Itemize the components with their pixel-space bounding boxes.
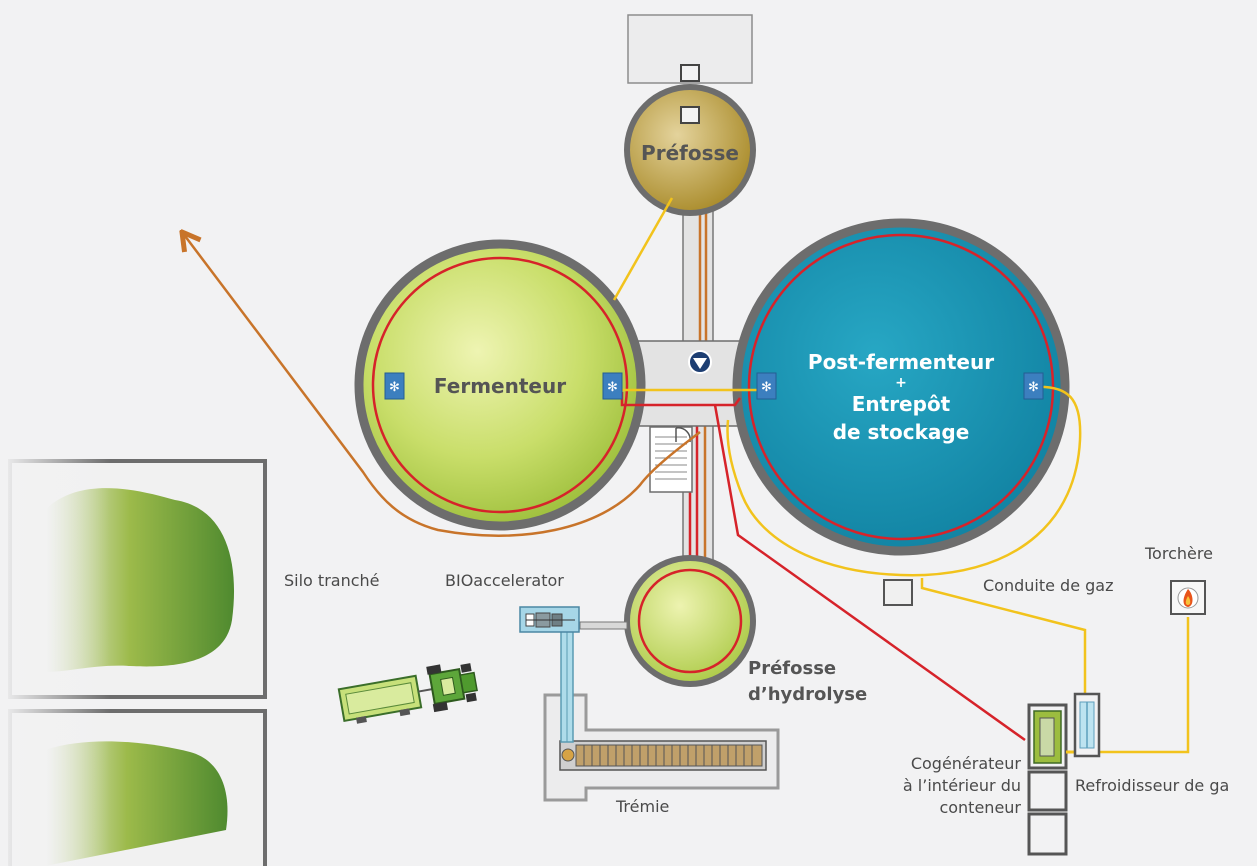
cogenerateur-label-line3: conteneur [939, 798, 1021, 817]
cogenerateur-label-line2: à l’intérieur du [902, 776, 1021, 795]
agitator-icon: ✻ [602, 372, 623, 400]
tractor-icon [337, 663, 478, 724]
post-fermenteur-line2: + [895, 375, 907, 391]
prefosse-label: Préfosse [641, 141, 739, 165]
svg-text:✻: ✻ [607, 380, 618, 395]
post-fermenteur-line3: Entrepôt [851, 392, 951, 416]
cogenerateur-label-line1: Cogénérateur [910, 754, 1021, 773]
hydrolyse-label-line1: Préfosse [748, 658, 837, 679]
prefosse-tank [624, 84, 756, 216]
flame-icon [1177, 587, 1199, 609]
svg-text:✻: ✻ [761, 380, 772, 395]
bioaccelerator [519, 606, 628, 743]
cogenerateur-container [1027, 703, 1068, 856]
torchere [1170, 580, 1206, 615]
post-fermenteur-label: Post-fermenteur + Entrepôt de stockage [780, 348, 1022, 446]
post-fermenteur-line1: Post-fermenteur [807, 350, 995, 374]
cogenerateur-label: Cogénérateur à l’intérieur du conteneur [860, 753, 1021, 819]
bioaccelerator-label: BIOaccelerator [445, 571, 564, 590]
condensate-shaft [883, 579, 913, 606]
svg-text:✻: ✻ [389, 380, 400, 395]
hydrolyse-label: Préfosse d’hydrolyse [748, 656, 867, 708]
tremie-label: Trémie [616, 797, 670, 816]
stairs-icon [649, 426, 693, 493]
post-fermenteur-tank [732, 218, 1070, 556]
pump-icon [688, 350, 712, 374]
pump-shaft-top [680, 64, 700, 82]
agitator-icon: ✻ [756, 372, 777, 400]
tremie [543, 693, 780, 802]
refroidisseur-label: Refroidisseur de ga [1075, 776, 1230, 795]
silo-label: Silo tranché [284, 571, 380, 590]
gas-lines [612, 197, 1190, 754]
post-fermenteur-line4: de stockage [832, 420, 970, 444]
torchere-label: Torchère [1145, 544, 1213, 563]
conduite-label: Conduite de gaz [983, 576, 1114, 595]
fermenteur-tank [354, 239, 646, 531]
svg-text:✻: ✻ [1028, 380, 1039, 395]
hydrolyse-tank [624, 555, 756, 687]
silo-trench [0, 455, 267, 866]
substrate-return-line [185, 236, 701, 537]
agitator-icon: ✻ [1023, 372, 1044, 400]
hydrolyse-label-line2: d’hydrolyse [748, 684, 868, 705]
fermenteur-label: Fermenteur [433, 374, 567, 398]
agitator-icon: ✻ [384, 372, 405, 400]
refroidisseur [1073, 692, 1101, 758]
